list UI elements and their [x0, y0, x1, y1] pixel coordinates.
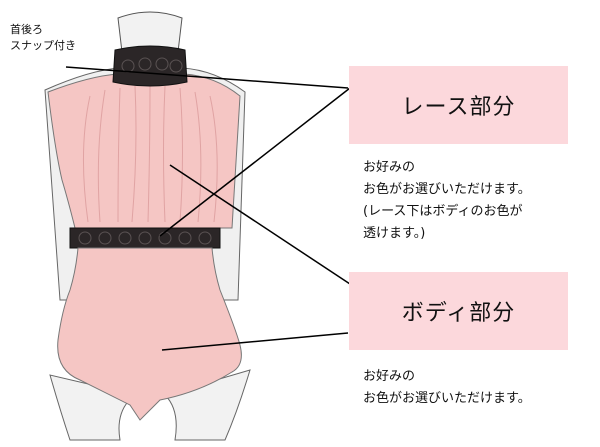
lace-part-description: お好みの お色がお選びいただけます。 (レース下はボディのお色が 透けます。): [363, 160, 531, 241]
lace-waistband: [69, 227, 221, 249]
body-part-description: お好みの お色がお選びいただけます。: [363, 369, 531, 406]
bodice-upper: [47, 73, 241, 229]
body-brief: [57, 247, 242, 421]
body-part-label: ボディ部分: [349, 272, 568, 350]
leader-lines: [65, 66, 351, 351]
lace-part-label: レース部分: [349, 66, 568, 144]
lace-waistband-pattern: [78, 231, 212, 245]
neck-snap-note: 首後ろ スナップ付き: [10, 23, 76, 52]
mannequin-neck: [117, 11, 183, 53]
lace-collar: [112, 45, 188, 87]
